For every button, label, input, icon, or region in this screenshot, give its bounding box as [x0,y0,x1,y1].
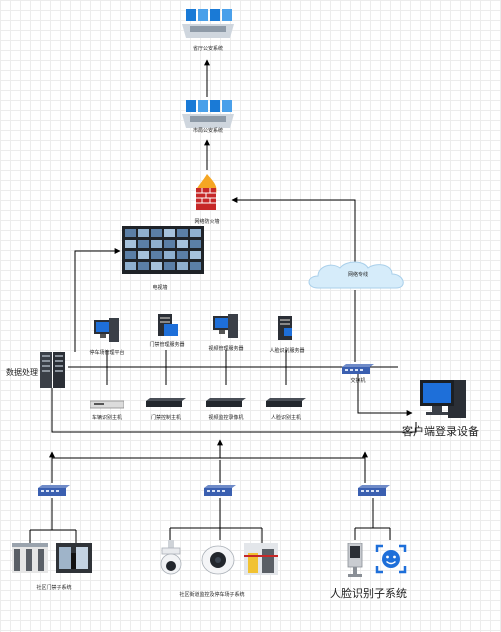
lower-return-line [51,388,417,433]
dome-camera-icon [200,540,236,581]
provincial-control-room-icon [180,6,236,45]
face-terminal-icon [344,542,366,582]
firewall-label: 网络防火墙 [194,219,220,225]
nvr-1-icon [89,396,125,414]
tv-wall-icon [122,226,204,279]
firewall-icon [192,172,222,217]
main-switch-icon [342,361,374,379]
nvr-4-label: 人脸识别主机 [270,415,302,421]
street-monitoring-label: 社区街道监控及停车场子系统 [179,592,245,598]
data-rack-icon [40,352,66,393]
nvr-1-label: 车辆识别主机 [91,415,123,421]
left-switch-icon [38,484,70,502]
city-control-room-icon [180,96,236,135]
nvr-2-icon [146,395,186,413]
parking-gate-icon [244,543,278,580]
client-computer-icon [418,378,468,425]
server-3-label: 视频管理服务器 [208,346,244,352]
server-4-label: 人脸识别服务器 [269,348,305,354]
ptz-camera-icon [156,540,186,581]
nvr-3-icon [206,395,246,413]
switch-to-client-line [357,370,413,416]
data-processing-label: 数据处理 [6,368,38,377]
switch-main-label: 交换机 [350,378,366,384]
face-recognition-label: 人脸识别子系统 [330,588,407,600]
private-network-label: 网络专线 [347,272,369,278]
right-switch-icon [358,484,390,502]
nvr-2-label: 门禁控制主机 [150,415,182,421]
server-3-icon [213,314,239,345]
private-network-cloud [304,258,414,297]
nvr-4-icon [266,395,306,413]
provincial-security-label: 省厅公安系统 [192,46,224,52]
server-4-icon [274,316,300,347]
face-id-icon [374,543,408,580]
tv-wall-label: 电视墙 [152,285,168,291]
nvr-3-label: 视频监控录像机 [208,415,244,421]
cloud-to-firewall-line [231,197,356,262]
center-switch-icon [204,484,236,502]
community-access-label: 社区门禁子系统 [36,585,72,591]
server-1-label: 停车场管理平台 [89,350,125,356]
client-login-label: 客户端登录设备 [402,426,479,438]
server-2-label: 门禁管理服务器 [149,342,185,348]
access-gate-2-icon [56,543,92,578]
server-1-icon [94,318,120,349]
city-security-label: 市局公安系统 [192,128,224,134]
data-to-tvwall-line [74,248,121,352]
server-2-icon [154,314,180,345]
access-gate-1-icon [12,543,48,578]
